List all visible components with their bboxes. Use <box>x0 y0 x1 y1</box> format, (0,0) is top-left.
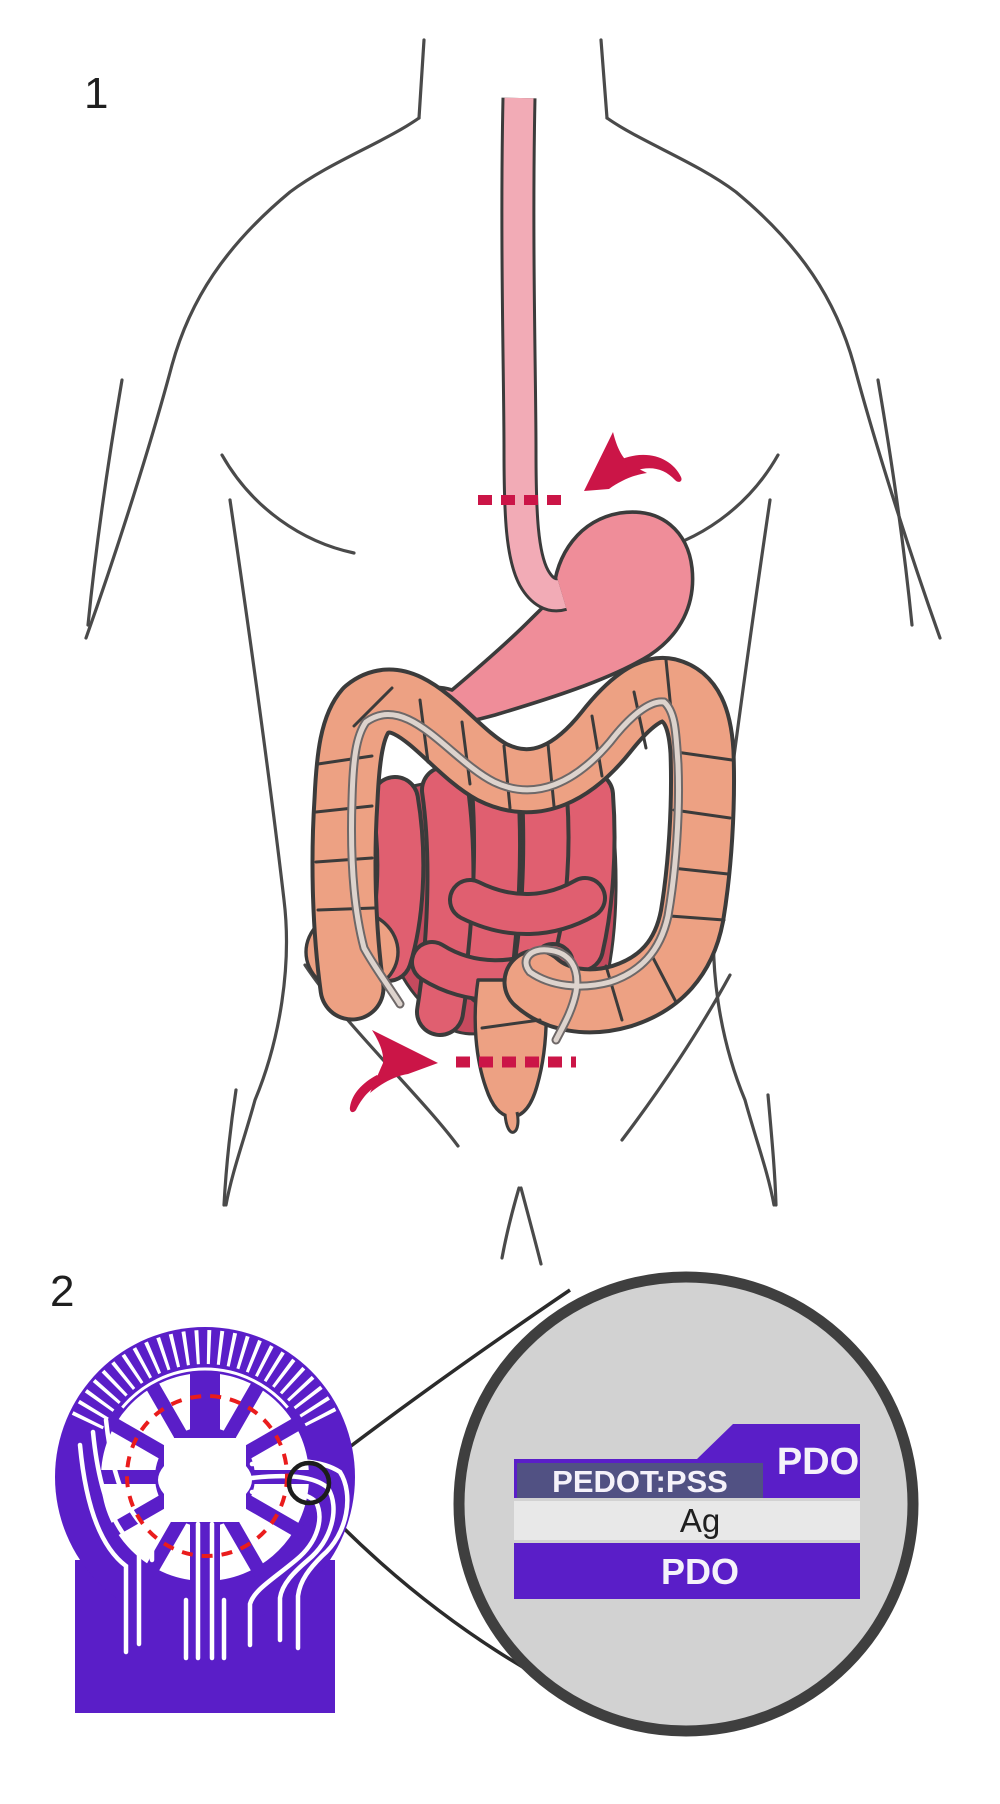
stomach <box>400 510 695 728</box>
stomach-shape <box>400 510 695 728</box>
shoulder-arm-left-line <box>84 116 421 640</box>
panel-2-label: 2 <box>50 1267 74 1316</box>
chest-left-line <box>220 453 356 555</box>
panel-1-label: 1 <box>84 69 108 118</box>
groin-right-line <box>620 973 732 1142</box>
pedot-pss-label: PEDOT:PSS <box>552 1464 728 1499</box>
sensor-device <box>55 1327 355 1713</box>
pdo-top-label: PDO <box>777 1441 859 1483</box>
inner-arm-left-line <box>86 378 124 627</box>
ag-label: Ag <box>680 1502 720 1539</box>
pedot-pss-layer <box>517 1463 763 1498</box>
inner-thigh-left-line <box>500 1186 521 1260</box>
inner-thigh-right-line <box>519 1186 543 1266</box>
zoom-origin-circle-icon <box>286 1460 332 1506</box>
leg-right-line <box>766 1093 778 1207</box>
pdo-bottom-layer <box>514 1543 860 1599</box>
inner-arm-right-line <box>876 378 914 627</box>
esophagus <box>500 97 568 613</box>
neck-left-line <box>417 38 426 120</box>
large-intestine <box>310 656 737 1035</box>
panel-2-device: PDO PEDOT:PSS Ag PDO 2 <box>50 1267 919 1737</box>
pdo-bottom-label: PDO <box>661 1551 739 1592</box>
leg-left-line <box>222 1088 238 1207</box>
layer-stack: PDO PEDOT:PSS Ag PDO <box>514 1424 860 1599</box>
device-center-hole <box>158 1438 252 1522</box>
rectum-tip <box>503 1111 520 1134</box>
panel-1-torso: 1 <box>84 38 942 1266</box>
neck-right-line <box>599 38 609 120</box>
capsule-tether-wire <box>347 697 684 1045</box>
intestine-coils <box>363 763 617 1037</box>
haustra-creases <box>314 658 734 1030</box>
torso-side-left-line <box>224 498 289 1207</box>
ag-layer <box>514 1501 860 1540</box>
magnified-inset: PDO PEDOT:PSS Ag PDO <box>453 1271 919 1737</box>
interdigitated-electrodes-band <box>71 1329 339 1430</box>
magnified-region-circle-icon <box>125 1394 289 1558</box>
esophagus-tube <box>503 97 567 610</box>
small-intestine <box>363 763 618 1037</box>
upper-cut-arrow-icon <box>584 432 682 491</box>
lower-cut-arrow-icon <box>349 1030 438 1113</box>
